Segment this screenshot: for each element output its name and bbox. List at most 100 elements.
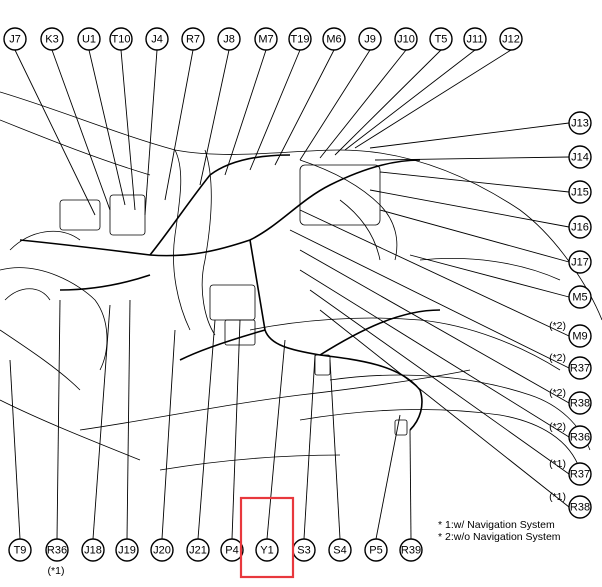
leader-line — [334, 49, 442, 156]
connector-top-j11-13: J11 — [463, 27, 487, 51]
bottom-sub-note: (*1) — [48, 565, 65, 577]
connector-bottom-p5-10: P5 — [364, 538, 388, 562]
connector-top-j11-13-label: J11 — [467, 34, 484, 46]
connector-bottom-y1-7-label: Y1 — [260, 545, 273, 557]
connector-note-8: (*2) — [549, 387, 566, 399]
leader-line — [299, 209, 570, 337]
leader-line — [120, 49, 136, 211]
leader-line — [374, 156, 570, 161]
leader-line — [164, 49, 194, 201]
connector-top-t19-8-label: T19 — [291, 34, 310, 46]
connector-bottom-s3-8-label: S3 — [297, 545, 310, 557]
connector-top-m7-7-label: M7 — [258, 34, 273, 46]
leader-line — [299, 249, 570, 404]
connector-bottom-s3-8: S3 — [292, 538, 316, 562]
connector-top-t19-8: T19 — [288, 27, 312, 51]
leader-line — [274, 49, 335, 166]
leader-line — [88, 49, 126, 206]
leader-line — [344, 49, 476, 151]
leader-line — [299, 269, 570, 438]
connector-bottom-p5-10-label: P5 — [369, 545, 382, 557]
connector-top-j12-14-label: J12 — [502, 34, 520, 46]
leader-line — [409, 429, 412, 540]
connector-right-r38-8: R38 — [568, 391, 592, 415]
connector-right-m9-6: M9 — [568, 324, 592, 348]
connector-right-j16-3: J16 — [568, 215, 592, 239]
wire-harness — [19, 154, 441, 431]
highlight-box-y1 — [239, 496, 295, 579]
leader-lines — [9, 49, 570, 540]
connector-bottom-s4-9: S4 — [328, 538, 352, 562]
connector-bottom-j21-5: J21 — [186, 538, 210, 562]
connector-top-j4-4-label: J4 — [151, 34, 163, 46]
connector-right-m9-6-label: M9 — [572, 331, 587, 343]
connector-top-j12-14: J12 — [499, 27, 523, 51]
connector-right-r37-7-label: R37 — [570, 363, 590, 375]
connector-right-j13-0: J13 — [568, 111, 592, 135]
connector-right-r38-11-label: R38 — [570, 502, 590, 514]
leader-line — [319, 49, 407, 159]
connector-note-7: (*2) — [549, 352, 566, 364]
right-connector-column: J13J14J15J16J17M5(*2)M9(*2)R37(*2)R38(*2… — [549, 111, 592, 519]
leader-line — [14, 49, 96, 216]
leader-line — [231, 319, 241, 540]
connector-top-u1-2: U1 — [77, 27, 101, 51]
connector-right-j15-2-label: J15 — [571, 187, 589, 199]
connector-top-t10-3-label: T10 — [112, 34, 131, 46]
connector-right-m5-5: M5 — [568, 285, 592, 309]
vehicle-outline — [0, 91, 602, 471]
connector-bottom-j20-4: J20 — [150, 538, 174, 562]
leader-line — [197, 319, 216, 540]
leader-line — [299, 49, 371, 161]
leader-line — [379, 209, 570, 263]
connector-top-m6-9: M6 — [322, 27, 346, 51]
connector-right-j14-1-label: J14 — [571, 152, 589, 164]
leader-line — [51, 49, 111, 211]
connector-note-10: (*1) — [549, 458, 566, 470]
connector-top-k3-1-label: K3 — [45, 34, 58, 46]
leader-line — [9, 359, 21, 540]
legend-line-2: * 2:w/o Navigation System — [438, 531, 561, 543]
connector-bottom-r36-1: R36 — [45, 538, 69, 562]
leader-line — [224, 49, 267, 176]
connector-top-t5-12: T5 — [429, 27, 453, 51]
connector-bottom-r39-11: R39 — [399, 538, 423, 562]
connector-top-j8-6-label: J8 — [223, 34, 235, 46]
connector-note-6: (*2) — [549, 320, 566, 332]
connector-top-j9-10-label: J9 — [364, 34, 376, 46]
connector-top-j8-6: J8 — [217, 27, 241, 51]
connector-right-r36-9: R36 — [568, 425, 592, 449]
connector-right-r37-7: R37 — [568, 356, 592, 380]
connector-top-k3-1: K3 — [40, 27, 64, 51]
connector-right-m5-5-label: M5 — [572, 292, 587, 304]
connector-top-j4-4: J4 — [145, 27, 169, 51]
connector-bottom-r36-1-label: R36 — [47, 545, 67, 557]
connector-right-j16-3-label: J16 — [571, 222, 589, 234]
connector-right-r37-10-label: R37 — [570, 469, 590, 481]
leader-line — [289, 229, 570, 369]
connector-bottom-r39-11-label: R39 — [401, 545, 421, 557]
leader-line — [144, 49, 158, 216]
connector-bottom-j21-5-label: J21 — [189, 545, 207, 557]
connector-right-j17-4-label: J17 — [571, 257, 589, 269]
leader-line — [303, 354, 316, 540]
connector-top-u1-2-label: U1 — [82, 34, 96, 46]
leader-line — [379, 171, 570, 193]
connector-top-j7-0: J7 — [3, 27, 27, 51]
leader-line — [161, 329, 176, 540]
leader-line — [375, 414, 401, 540]
connector-top-m6-9-label: M6 — [326, 34, 341, 46]
connector-top-r7-5-label: R7 — [186, 34, 200, 46]
connector-bottom-s4-9-label: S4 — [333, 545, 346, 557]
connector-note-11: (*1) — [549, 491, 566, 503]
connector-top-t10-3: T10 — [109, 27, 133, 51]
connector-bottom-p4-6: P4 — [220, 538, 244, 562]
connector-right-r37-10: R37 — [568, 462, 592, 486]
connector-top-j7-0-label: J7 — [9, 34, 21, 46]
connector-top-j10-11-label: J10 — [397, 34, 415, 46]
connector-right-r36-9-label: R36 — [570, 432, 590, 444]
connector-right-j14-1: J14 — [568, 145, 592, 169]
connector-right-r38-8-label: R38 — [570, 398, 590, 410]
